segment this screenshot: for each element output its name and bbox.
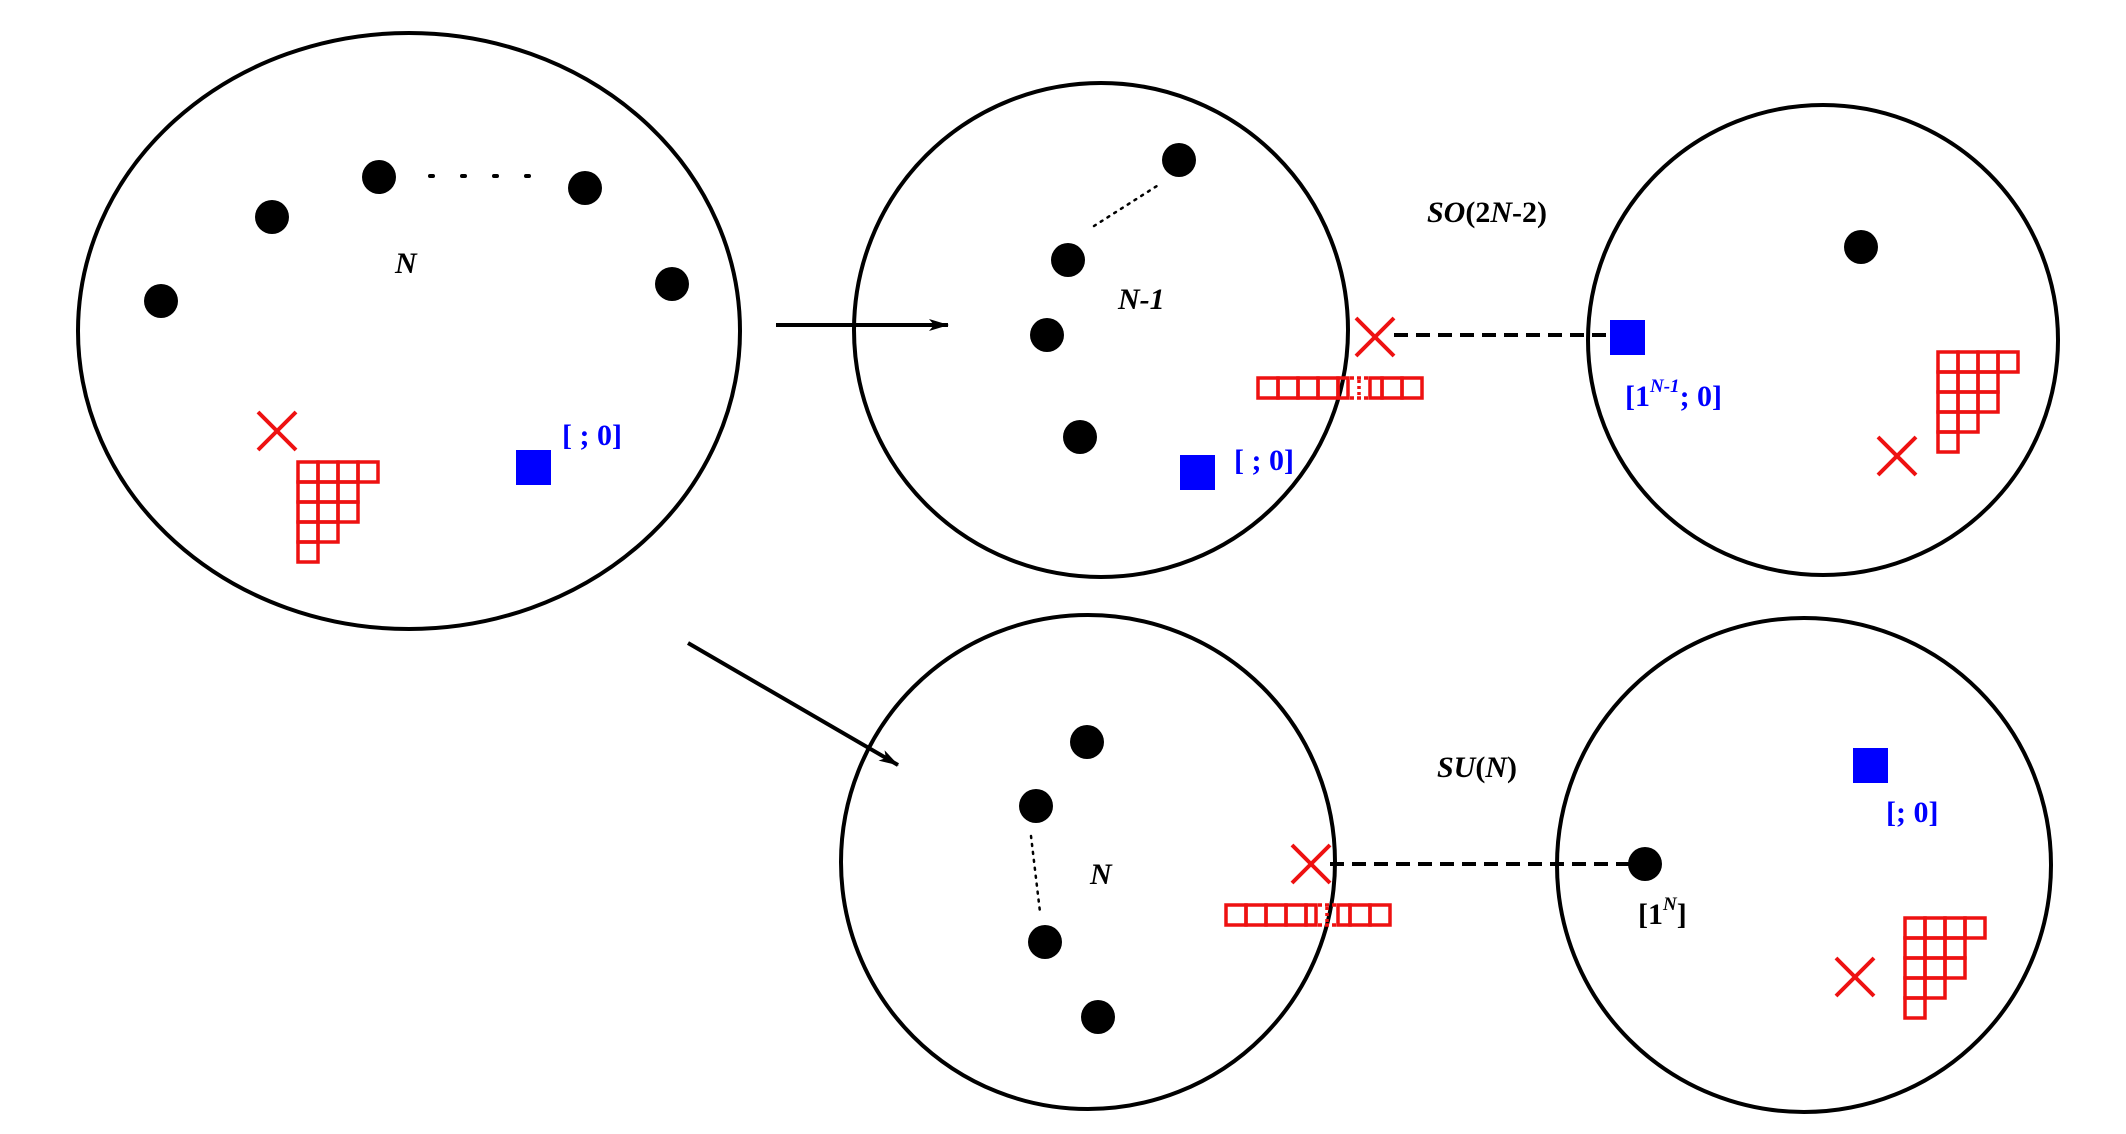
bottom-right-square-label: [; 0] <box>1886 796 1938 829</box>
top-right-surface-outline <box>1586 103 2060 577</box>
top-right-surface: [1N-1; 0] <box>1586 103 2060 577</box>
puncture-dot <box>1081 1000 1115 1034</box>
puncture-dot <box>1844 230 1878 264</box>
bottom-group-close: ) <box>1507 751 1517 784</box>
bottom-left-count-label: N <box>1089 858 1113 891</box>
red-cross-icon <box>256 410 298 452</box>
puncture-dot <box>1628 847 1662 881</box>
red-cross-icon <box>1290 843 1332 885</box>
bottom-right-label-sup: N <box>1662 894 1678 915</box>
top-group-label: SO(2N-2) <box>1427 196 1547 229</box>
bottom-right-label-close: ] <box>1677 898 1687 931</box>
top-right-label-close: ; 0] <box>1680 380 1722 413</box>
top-group-arg: (2 <box>1465 196 1490 229</box>
red-cross-icon <box>1834 956 1876 998</box>
puncture-dot <box>362 160 396 194</box>
puncture-dot <box>1019 789 1053 823</box>
puncture-dot <box>655 267 689 301</box>
puncture-dot <box>1070 725 1104 759</box>
young-diagram-icon <box>1224 903 1392 927</box>
bottom-group-open: ( <box>1475 751 1485 784</box>
young-diagram-icon <box>1256 376 1424 400</box>
puncture-dot <box>1030 318 1064 352</box>
ellipsis-dots <box>1092 182 1162 228</box>
puncture-dot <box>1051 243 1085 277</box>
young-diagram-icon <box>1936 350 2020 454</box>
blue-square-icon <box>1180 455 1215 490</box>
top-left-square-label: [ ; 0] <box>1234 444 1294 477</box>
bottom-group-prefix: SU <box>1437 751 1477 784</box>
arrow-to-bottom <box>686 641 900 767</box>
bottom-right-puncture-label: [1N] <box>1638 894 1687 931</box>
blue-square-icon <box>1853 748 1888 783</box>
young-diagram-icon <box>296 460 380 564</box>
top-left-count-label: N-1 <box>1117 283 1165 316</box>
top-right-square-label: [1N-1; 0] <box>1625 376 1722 413</box>
puncture-dot <box>255 200 289 234</box>
red-cross-icon <box>1354 316 1396 358</box>
top-left-surface: N-1 [ ; 0] <box>852 81 1424 579</box>
bottom-right-label-open: [1 <box>1638 898 1663 931</box>
blue-square-icon <box>516 450 551 485</box>
blue-square-icon <box>1610 320 1645 355</box>
bottom-group-var: N <box>1484 751 1508 784</box>
puncture-dot <box>568 171 602 205</box>
top-right-label-open: [1 <box>1625 380 1650 413</box>
big-square-label: [ ; 0] <box>562 419 622 452</box>
top-group-var: N <box>1489 196 1513 229</box>
big-surface: N [ ; 0] <box>76 31 742 631</box>
top-group-prefix: SO <box>1427 196 1465 229</box>
bottom-right-surface: [1N] [; 0] <box>1555 616 2053 1114</box>
big-count-label: N <box>394 247 418 280</box>
ellipsis-dots <box>1029 834 1042 914</box>
puncture-dot <box>1063 420 1097 454</box>
puncture-dot <box>144 284 178 318</box>
top-right-label-sup: N-1 <box>1649 376 1680 397</box>
bottom-left-surface: N <box>839 613 1392 1111</box>
young-diagram-icon <box>1903 916 1987 1020</box>
bottom-left-surface-outline <box>839 613 1337 1111</box>
puncture-dot <box>1162 143 1196 177</box>
bottom-group-label: SU(N) <box>1437 751 1517 784</box>
top-group-suffix: -2) <box>1512 196 1547 229</box>
bottom-right-surface-outline <box>1555 616 2053 1114</box>
red-cross-icon <box>1876 435 1918 477</box>
top-left-surface-outline <box>852 81 1350 579</box>
puncture-dot <box>1028 925 1062 959</box>
big-surface-outline <box>76 31 742 631</box>
